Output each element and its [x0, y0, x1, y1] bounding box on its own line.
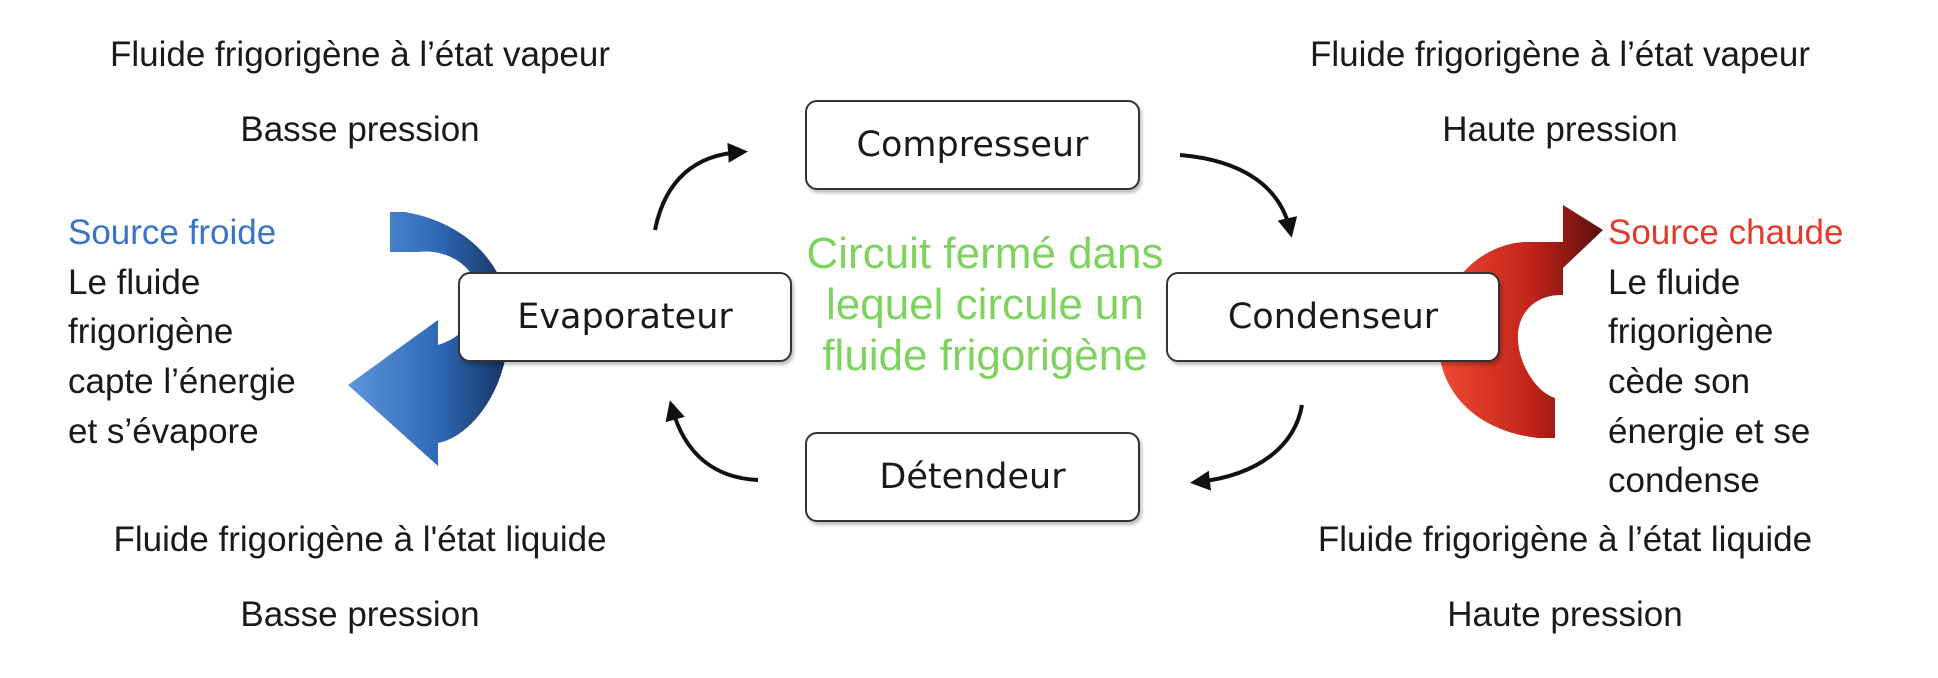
- arrow-compressor-to-condenser-icon: [1179, 153, 1298, 238]
- cold-source-line: capte l’énergie: [68, 362, 296, 402]
- top-left-state-label: Fluide frigorigène à l’état vapeur: [109, 35, 610, 74]
- hot-source-line: Le fluide: [1608, 262, 1741, 302]
- hot-source-title: Source chaude: [1608, 213, 1844, 252]
- circuit-line-1: Circuit fermé dans: [806, 229, 1164, 278]
- condenser-box: Condenseur: [1166, 272, 1500, 362]
- arrow-expander-to-evaporator-icon: [665, 400, 759, 482]
- arrow-evaporator-to-compressor-icon: [653, 142, 748, 231]
- red-curved-arrow-icon: [1438, 205, 1603, 438]
- blue-curved-arrow-icon: [348, 212, 511, 466]
- compressor-label: Compresseur: [856, 125, 1089, 165]
- hot-source-block: Source chaude Le fluide frigorigène cède…: [1608, 208, 1843, 506]
- cold-source-block: Source froide Le fluide frigorigène capt…: [68, 208, 296, 456]
- hot-source-line: condense: [1608, 461, 1760, 501]
- cold-source-line: et s’évapore: [68, 411, 259, 451]
- compressor-box: Compresseur: [805, 100, 1140, 190]
- circuit-line-3: fluide frigorigène: [822, 331, 1148, 381]
- top-left-pressure-label: Basse pression: [240, 110, 480, 149]
- top-right-state-label: Fluide frigorigène à l’état vapeur: [1309, 35, 1810, 74]
- circuit-description: Circuit fermé dans lequel circule un flu…: [785, 228, 1185, 381]
- circuit-line-2: lequel circule un: [826, 280, 1144, 330]
- cold-source-line: frigorigène: [68, 312, 234, 352]
- expander-label: Détendeur: [879, 457, 1066, 497]
- bottom-right-state-label: Fluide frigorigène à l’état liquide: [1317, 520, 1813, 559]
- hot-source-line: énergie et se: [1608, 411, 1811, 451]
- top-right-pressure-label: Haute pression: [1442, 110, 1678, 149]
- expander-box: Détendeur: [805, 432, 1140, 522]
- cold-source-title: Source froide: [68, 213, 277, 252]
- bottom-right-pressure-label: Haute pression: [1447, 595, 1683, 634]
- arrow-condenser-to-expander-icon: [1190, 404, 1304, 491]
- hot-source-line: frigorigène: [1608, 312, 1774, 352]
- hot-source-line: cède son: [1608, 362, 1751, 402]
- evaporator-box: Evaporateur: [458, 272, 792, 362]
- bottom-left-state-label: Fluide frigorigène à l'état liquide: [113, 520, 607, 559]
- condenser-label: Condenseur: [1227, 297, 1439, 337]
- cold-source-line: Le fluide: [68, 262, 201, 302]
- evaporator-label: Evaporateur: [517, 297, 733, 337]
- bottom-left-pressure-label: Basse pression: [240, 595, 480, 634]
